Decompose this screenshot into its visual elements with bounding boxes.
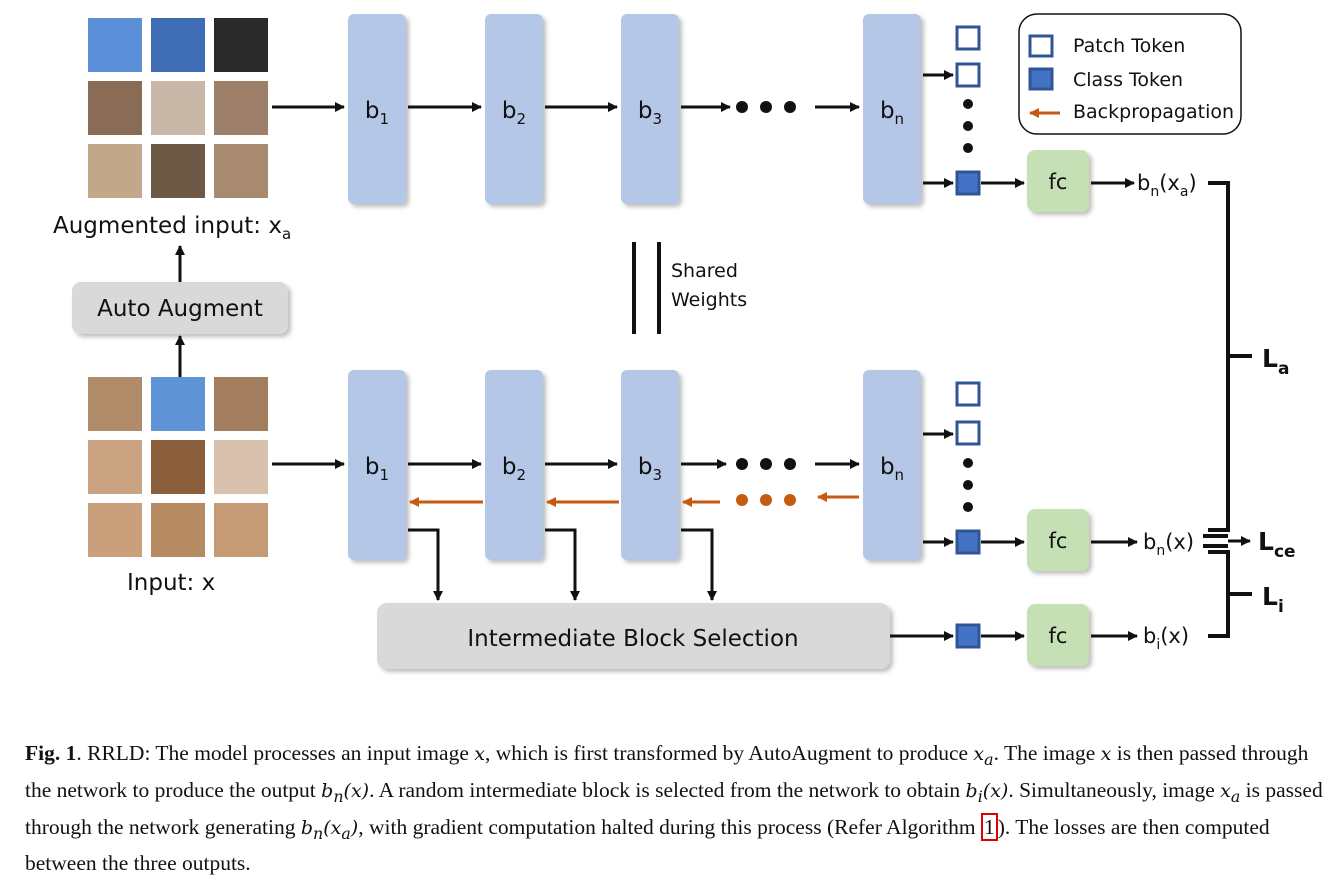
bottom-row-ellipsis — [736, 458, 796, 470]
class-token-intermediate — [955, 623, 981, 649]
algorithm-reference-link[interactable]: 1 — [981, 812, 998, 841]
backprop-ellipsis — [736, 494, 796, 506]
input-image-grid — [88, 377, 268, 557]
svg-text:b1: b1 — [365, 98, 389, 128]
intermediate-block-selection-label: Intermediate Block Selection — [467, 626, 798, 652]
legend-backprop: Backpropagation — [1073, 101, 1234, 123]
loss-a: La — [1262, 344, 1289, 379]
intermediate-connector-arrows — [408, 528, 717, 601]
svg-text:b3: b3 — [638, 454, 662, 484]
svg-text:b2: b2 — [502, 454, 526, 484]
bottom-block-n: bn — [863, 370, 921, 560]
bottom-block-1: b1 — [348, 370, 406, 560]
top-row-ellipsis — [736, 101, 796, 113]
top-block-n: bn — [863, 14, 921, 204]
backprop-arrows — [409, 492, 859, 507]
legend-class-token: Class Token — [1073, 69, 1183, 91]
legend-box — [1018, 13, 1242, 135]
figure-label: Fig. 1 — [25, 741, 77, 765]
top-tokens — [923, 25, 981, 196]
fc-mid-label: fc — [1049, 529, 1068, 553]
loss-i: Li — [1262, 582, 1284, 617]
fc-mid — [1027, 509, 1089, 571]
svg-text:b1: b1 — [365, 454, 389, 484]
shared-weights-line-2: Weights — [671, 289, 747, 311]
input-label: Input: x — [127, 570, 215, 596]
loss-braces — [1203, 181, 1252, 638]
intermediate-block-selection-box — [377, 603, 890, 669]
output-bn-xa: bn(xa) — [1137, 171, 1197, 200]
bottom-block-2: b2 — [485, 370, 543, 560]
legend-patch-token-icon — [1028, 34, 1054, 58]
fc-top-label: fc — [1049, 170, 1068, 194]
output-bn-x: bn(x) — [1143, 530, 1194, 559]
top-block-2: b2 — [485, 14, 543, 204]
shared-weights-line-1: Shared — [671, 260, 738, 282]
augmented-image-grid — [88, 18, 268, 198]
svg-text:bn: bn — [880, 98, 904, 128]
fc-bottom-label: fc — [1049, 624, 1068, 648]
output-bi-x: bi(x) — [1143, 624, 1189, 653]
svg-text:b3: b3 — [638, 98, 662, 128]
loss-ce: Lce — [1258, 527, 1296, 562]
legend-patch-token: Patch Token — [1073, 35, 1185, 57]
augmented-input-label: Augmented input: xa — [53, 213, 291, 243]
svg-text:bn: bn — [880, 454, 904, 484]
top-block-1: b1 — [348, 14, 406, 204]
auto-augment-box — [72, 282, 288, 334]
fc-bottom — [1027, 604, 1089, 666]
auto-augment-label: Auto Augment — [97, 296, 263, 322]
figure-caption: Fig. 1. RRLD: The model processes an inp… — [25, 741, 1323, 876]
bottom-block-3: b3 — [621, 370, 679, 560]
legend-class-token-icon — [1028, 67, 1054, 91]
fc-top — [1027, 150, 1089, 212]
top-block-3: b3 — [621, 14, 679, 204]
bottom-tokens — [923, 381, 981, 555]
svg-text:b2: b2 — [502, 98, 526, 128]
